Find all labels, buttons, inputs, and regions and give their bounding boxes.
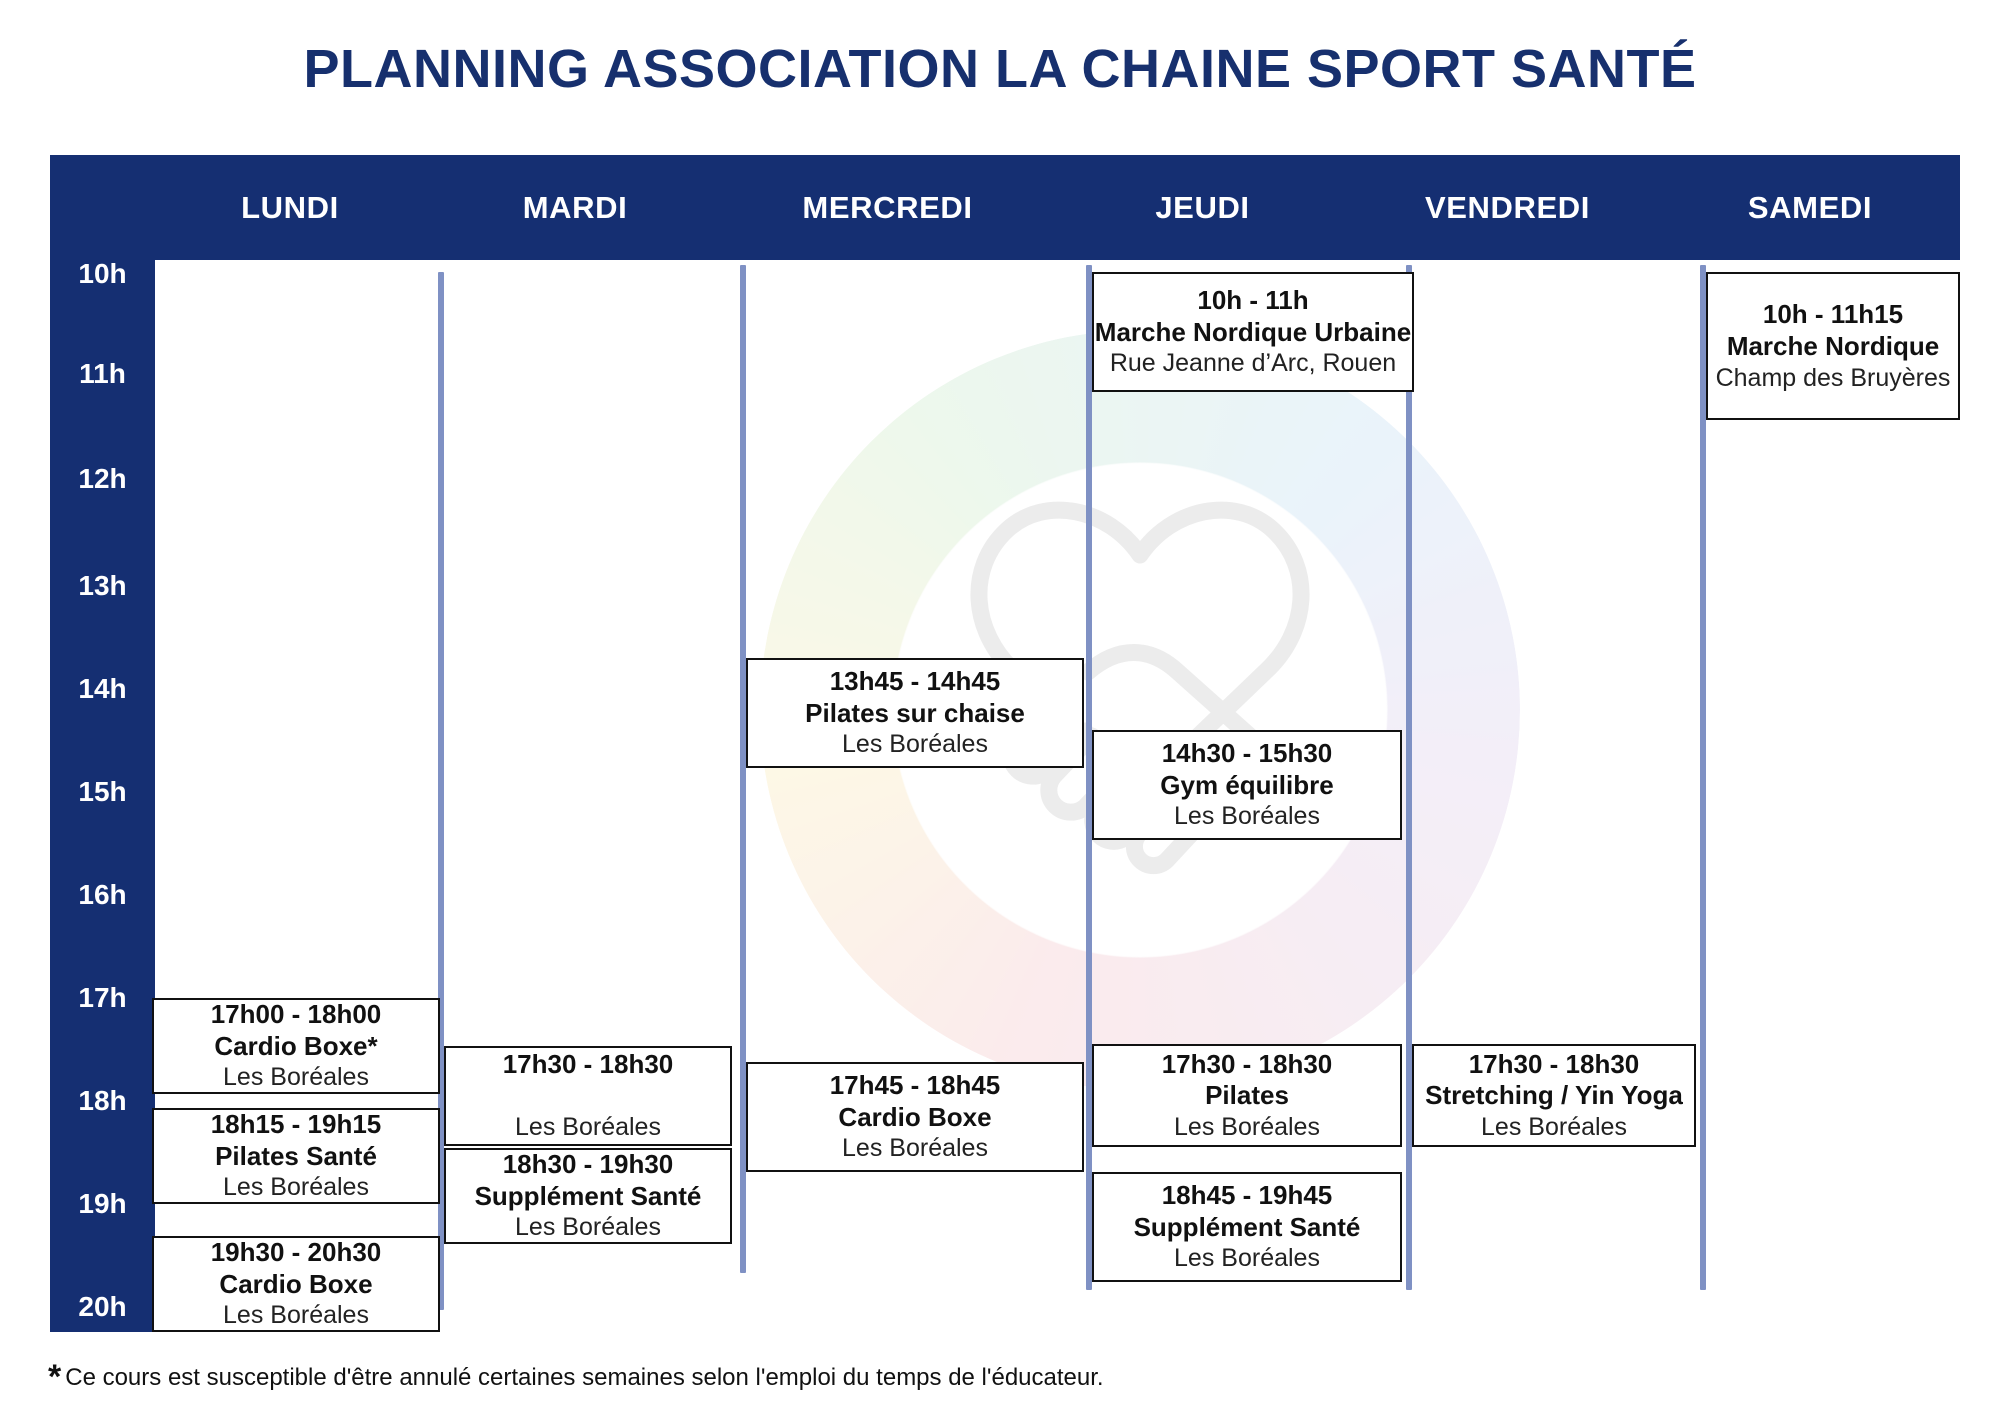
event-time: 14h30 - 15h30: [1161, 738, 1333, 769]
event-place: Les Boréales: [1481, 1112, 1627, 1141]
day-header-samedi: SAMEDI: [1747, 190, 1873, 225]
event-place: Les Boréales: [515, 1213, 661, 1242]
day-header-lundi: LUNDI: [241, 190, 339, 225]
event-name: Supplément Santé: [474, 1180, 702, 1211]
event-name: Cardio Boxe*: [214, 1030, 378, 1061]
event-time: 17h30 - 18h30: [1468, 1048, 1640, 1079]
event-card[interactable]: 18h45 - 19h45 Supplément Santé Les Boréa…: [1092, 1172, 1402, 1282]
event-time: 18h45 - 19h45: [1161, 1180, 1333, 1211]
hour-label-18h: 18h: [78, 1085, 127, 1116]
column-separator-mardi-mercredi: [740, 265, 746, 1273]
hour-label-16h: 16h: [78, 879, 127, 910]
event-name: Pilates sur chaise: [805, 697, 1025, 728]
event-place: Champ des Bruyères: [1715, 363, 1951, 392]
event-name: Cardio Boxe: [219, 1268, 373, 1299]
event-place: Rue Jeanne d’Arc, Rouen: [1109, 349, 1397, 378]
hour-label-14h: 14h: [78, 673, 127, 704]
event-name: Cardio Boxe: [838, 1101, 992, 1132]
hour-label-19h: 19h: [78, 1188, 127, 1219]
hour-label-12h: 12h: [78, 463, 127, 494]
event-time: 17h30 - 18h30: [502, 1049, 674, 1080]
event-place: Les Boréales: [1174, 802, 1320, 831]
hour-label-17h: 17h: [78, 982, 127, 1013]
event-time: 17h45 - 18h45: [829, 1070, 1001, 1101]
hour-label-10h: 10h: [78, 258, 127, 289]
event-time: 19h30 - 20h30: [210, 1237, 382, 1268]
day-header-mercredi: MERCREDI: [802, 190, 973, 225]
column-separator-vendredi-samedi: [1700, 265, 1706, 1290]
event-card[interactable]: 17h30 - 18h30 Les Boréales: [444, 1046, 732, 1146]
event-name: Marche Nordique: [1726, 331, 1940, 361]
event-card[interactable]: 18h30 - 19h30 Supplément Santé Les Boréa…: [444, 1148, 732, 1244]
hour-label-13h: 13h: [78, 570, 127, 601]
event-name: Stretching / Yin Yoga: [1425, 1080, 1683, 1111]
event-name: Gym équilibre: [1160, 769, 1334, 800]
event-place: Les Boréales: [842, 1134, 988, 1163]
hours-sidebar: [50, 260, 155, 1332]
event-name: Pilates: [1205, 1080, 1289, 1111]
event-card[interactable]: 17h45 - 18h45 Cardio Boxe Les Boréales: [746, 1062, 1084, 1172]
event-place: Les Boréales: [842, 730, 988, 759]
event-place: Les Boréales: [223, 1301, 369, 1330]
event-time: 10h - 11h15: [1762, 299, 1904, 330]
event-place: Les Boréales: [223, 1063, 369, 1092]
event-card[interactable]: 13h45 - 14h45 Pilates sur chaise Les Bor…: [746, 658, 1084, 768]
event-time: 18h15 - 19h15: [210, 1109, 382, 1140]
event-card[interactable]: 19h30 - 20h30 Cardio Boxe Les Boréales: [152, 1236, 440, 1332]
event-time: 13h45 - 14h45: [829, 666, 1001, 697]
event-time: 18h30 - 19h30: [502, 1149, 674, 1180]
asterisk-icon: *: [48, 1358, 62, 1396]
event-place: Les Boréales: [223, 1173, 369, 1202]
event-name: Marche Nordique Urbaine: [1094, 316, 1412, 347]
event-card[interactable]: 14h30 - 15h30 Gym équilibre Les Boréales: [1092, 730, 1402, 840]
column-separator-lundi-mardi: [438, 272, 444, 1310]
event-place: Les Boréales: [1174, 1244, 1320, 1273]
hour-label-20h: 20h: [78, 1291, 127, 1322]
event-time: 17h30 - 18h30: [1161, 1048, 1333, 1079]
day-header-bar: [50, 155, 1960, 260]
hour-label-15h: 15h: [78, 776, 127, 807]
event-name: Pilates Santé: [215, 1140, 377, 1171]
footnote: *Ce cours est susceptible d'être annulé …: [48, 1358, 1548, 1397]
day-header-jeudi: JEUDI: [1155, 190, 1250, 225]
event-card[interactable]: 10h - 11h Marche Nordique Urbaine Rue Je…: [1092, 272, 1414, 392]
event-card[interactable]: 17h30 - 18h30 Stretching / Yin Yoga Les …: [1412, 1044, 1696, 1147]
event-place: Les Boréales: [515, 1113, 661, 1142]
event-card[interactable]: 17h00 - 18h00 Cardio Boxe* Les Boréales: [152, 998, 440, 1094]
hour-label-11h: 11h: [79, 358, 126, 389]
footnote-text: Ce cours est susceptible d'être annulé c…: [65, 1364, 1104, 1391]
event-card[interactable]: 17h30 - 18h30 Pilates Les Boréales: [1092, 1044, 1402, 1147]
event-card[interactable]: 10h - 11h15 Marche Nordique Champ des Br…: [1706, 272, 1960, 420]
event-card[interactable]: 18h15 - 19h15 Pilates Santé Les Boréales: [152, 1108, 440, 1204]
day-header-vendredi: VENDREDI: [1425, 190, 1590, 225]
page-title: PLANNING ASSOCIATION LA CHAINE SPORT SAN…: [303, 39, 1697, 99]
event-time: 17h00 - 18h00: [210, 999, 382, 1030]
day-header-mardi: MARDI: [522, 190, 628, 225]
event-time: 10h - 11h: [1197, 285, 1309, 316]
event-place: Les Boréales: [1174, 1112, 1320, 1141]
event-name: Supplément Santé: [1133, 1211, 1361, 1242]
